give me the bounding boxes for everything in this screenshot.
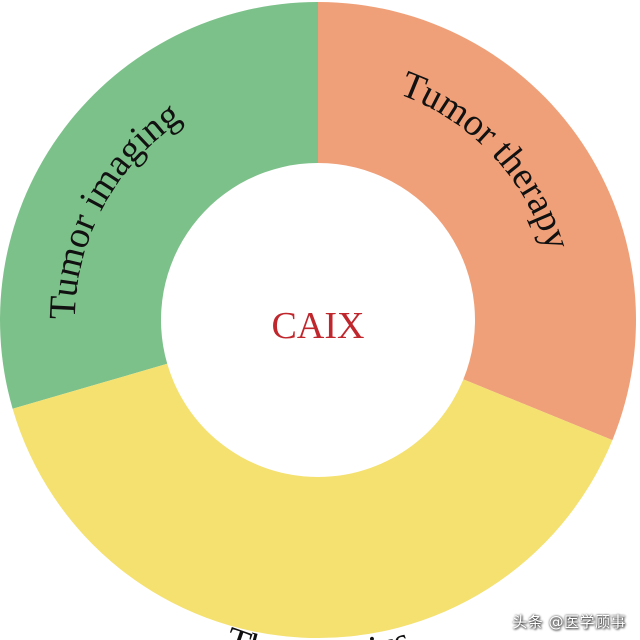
segment-theranostics [12,363,613,638]
segment-tumor-imaging [0,2,318,409]
segment-tumor-therapy [318,2,636,441]
center-label-caix: CAIX [272,305,365,347]
watermark-text: 头条 @医学顾事 [512,613,626,631]
